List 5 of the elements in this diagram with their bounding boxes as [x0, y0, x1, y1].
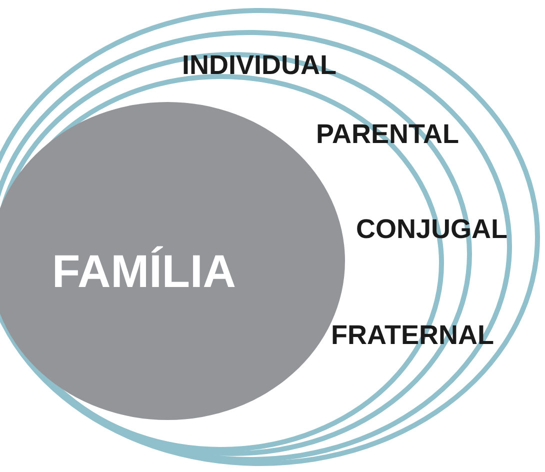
ring-label: PARENTAL: [316, 121, 459, 148]
ring-label: CONJUGAL: [356, 216, 508, 243]
ellipse-label: FAMÍLIA: [52, 248, 236, 294]
ring-label: FRATERNAL: [331, 322, 494, 349]
ring-label: INDIVIDUAL: [182, 52, 336, 79]
